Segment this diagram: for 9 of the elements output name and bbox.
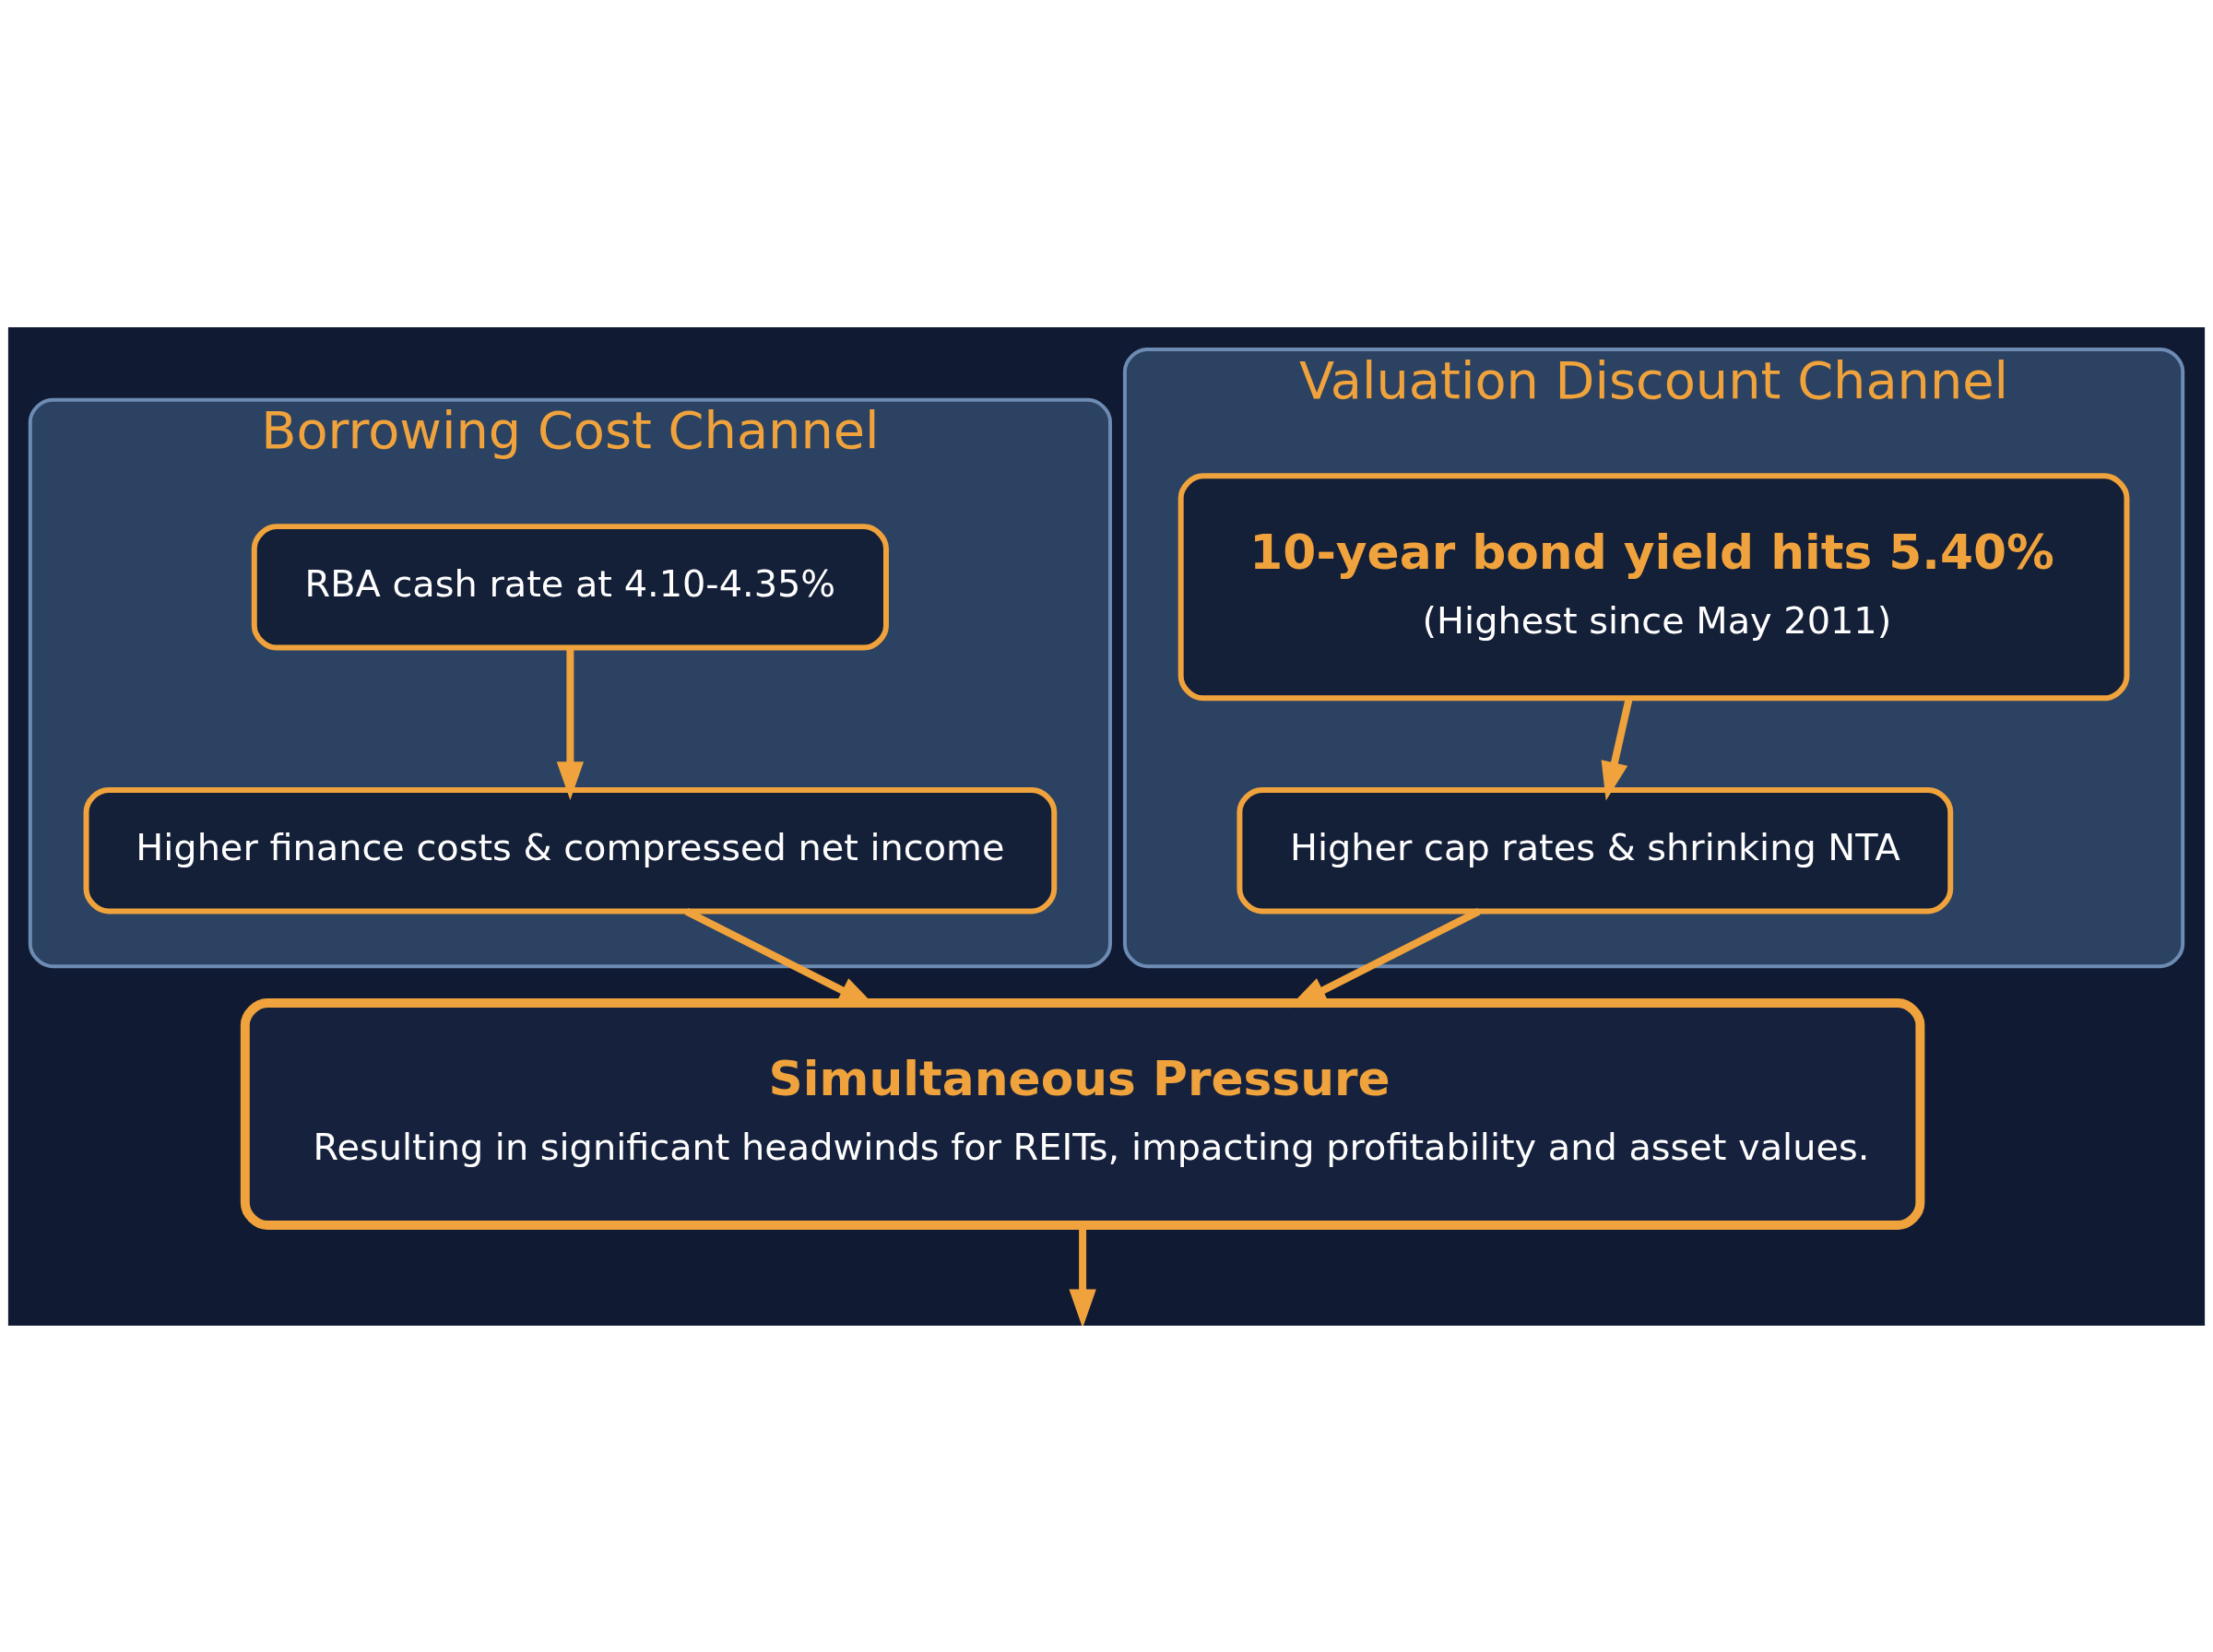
arrow [1069, 1224, 1096, 1326]
arrow [684, 907, 877, 1008]
node-box: Higher finance costs & compressed net income [83, 786, 1058, 914]
arrow [556, 647, 585, 800]
node-box: RBA cash rate at 4.10-4.35% [251, 523, 889, 651]
arrow [1288, 907, 1481, 1008]
node-box: 10-year bond yield hits 5.40% (Highest since May 2011) [1178, 472, 2130, 701]
node-box: Simultaneous Pressure Resulting in significant headwinds for REITs, impacting profitability and asset values. [240, 997, 1925, 1230]
node-box: Higher cap rates & shrinking NTA [1237, 786, 1954, 914]
